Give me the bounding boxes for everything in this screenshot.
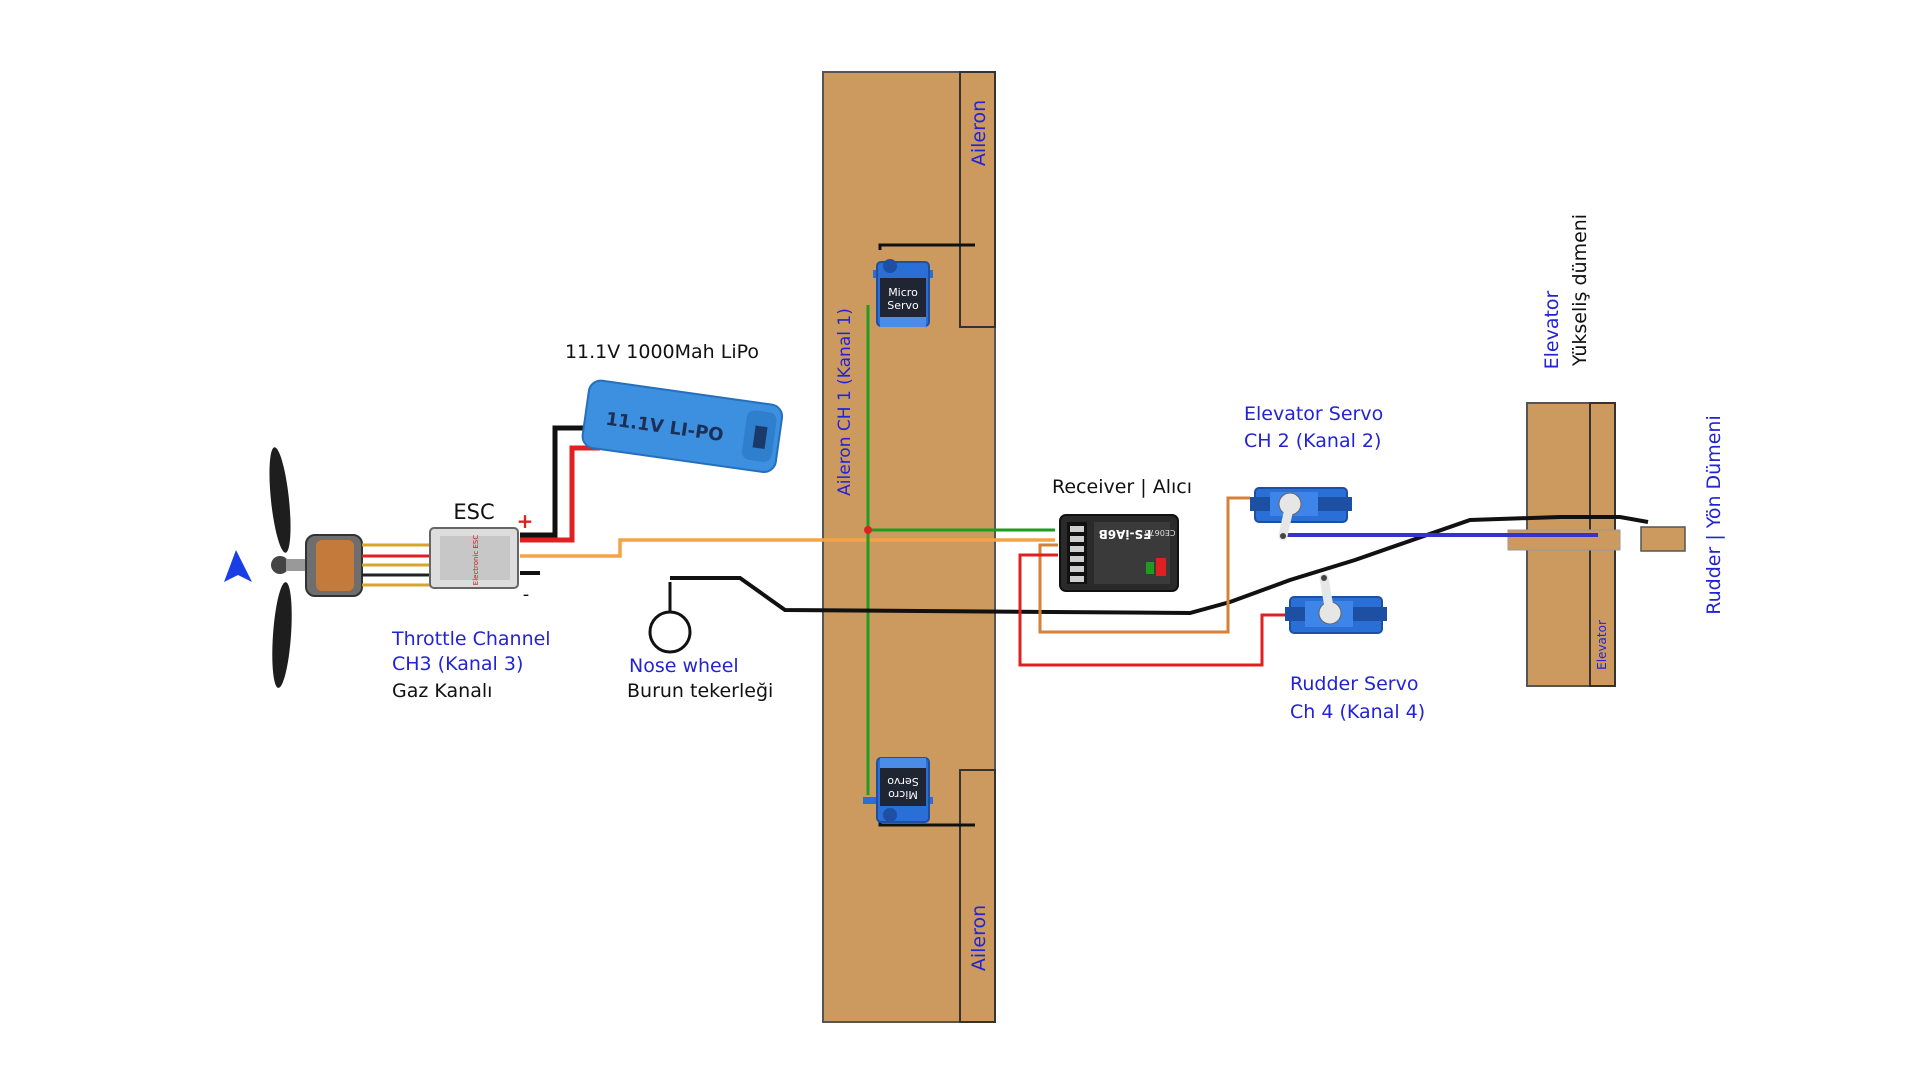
rudder-servo-label: Rudder Servo xyxy=(1290,673,1418,695)
battery-red-wire xyxy=(520,445,600,543)
propeller-motor-assembly xyxy=(224,447,430,688)
micro-servo-top: Micro Servo xyxy=(873,259,933,327)
throttle-signal-wire xyxy=(520,538,1055,558)
elevator-servo-wire xyxy=(1038,496,1250,634)
elevator-label: Elevator xyxy=(1541,290,1563,369)
rudder-servo-channel-label: Ch 4 (Kanal 4) xyxy=(1290,701,1425,723)
motor-phase-wires xyxy=(362,543,430,587)
aileron-channel-label: Aileron CH 1 (Kanal 1) xyxy=(835,308,855,496)
micro-servo-bottom-label-2: Servo xyxy=(887,775,919,788)
elevator-servo xyxy=(1250,487,1352,541)
micro-servo-top-label-2: Servo xyxy=(887,299,919,312)
esc-label: ESC xyxy=(453,500,494,524)
esc-body-text: Electronic ESC xyxy=(472,535,480,586)
esc-plus-sign: + xyxy=(517,509,534,533)
nose-wheel-label: Nose wheel xyxy=(629,655,739,677)
esc-module: Electronic ESC ESC + - xyxy=(429,500,534,605)
micro-servo-bottom-label-1: Micro xyxy=(888,788,918,801)
micro-servo-bottom: Micro Servo xyxy=(863,757,933,823)
battery-label: 11.1V 1000Mah LiPo xyxy=(565,341,759,363)
receiver-brand-text: CE0678 xyxy=(1145,528,1176,537)
nose-wheel xyxy=(648,582,692,654)
elevator-small-label: Elevator xyxy=(1595,620,1609,670)
micro-servo-top-label-1: Micro xyxy=(888,286,918,299)
aileron-top-surface xyxy=(959,71,996,328)
motor-bell xyxy=(316,540,354,591)
aileron-top-label: Aileron xyxy=(968,100,990,166)
elevator-servo-label: Elevator Servo xyxy=(1244,403,1383,425)
elevator-servo-channel-label: CH 2 (Kanal 2) xyxy=(1244,430,1381,452)
direction-arrow-icon xyxy=(224,550,252,582)
elevator-turkish-label: Yükseliş dümeni xyxy=(1569,214,1591,367)
receiver-model-text: FS-iA6B xyxy=(1099,527,1152,541)
aileron-bottom-label: Aileron xyxy=(968,905,990,971)
receiver-pins xyxy=(1070,526,1084,582)
aileron-junction xyxy=(864,526,872,534)
throttle-ch3-label: CH3 (Kanal 3) xyxy=(392,653,523,675)
propeller-blade-bottom xyxy=(272,582,292,688)
propeller-blade-top xyxy=(269,447,291,553)
rudder-surface xyxy=(1640,526,1686,552)
motor-shaft xyxy=(286,559,308,571)
lipo-battery: 11.1V LI-PO xyxy=(581,379,784,474)
esc-minus-sign: - xyxy=(523,584,530,605)
propeller-hub xyxy=(271,556,289,574)
throttle-gaz-label: Gaz Kanalı xyxy=(392,680,492,702)
receiver-label: Receiver | Alıcı xyxy=(1052,476,1192,498)
battery-black-wire xyxy=(520,425,590,538)
nose-steering-rod xyxy=(670,515,1649,616)
rudder-servo xyxy=(1285,573,1387,634)
rudder-label: Rudder | Yön Dümeni xyxy=(1703,415,1725,614)
tail-section: Elevator xyxy=(1507,402,1686,687)
receiver-module: FS-iA6B CE0678 xyxy=(1059,514,1179,592)
aileron-bottom-surface xyxy=(959,769,996,1023)
aileron-top-pushrod xyxy=(878,243,975,250)
throttle-channel-label: Throttle Channel xyxy=(391,628,551,650)
rudder-servo-wire xyxy=(1018,553,1288,667)
nose-wheel-sublabel: Burun tekerleği xyxy=(627,680,773,702)
main-wing: Aileron Aileron Aileron CH 1 (Kanal 1) xyxy=(822,71,996,1023)
